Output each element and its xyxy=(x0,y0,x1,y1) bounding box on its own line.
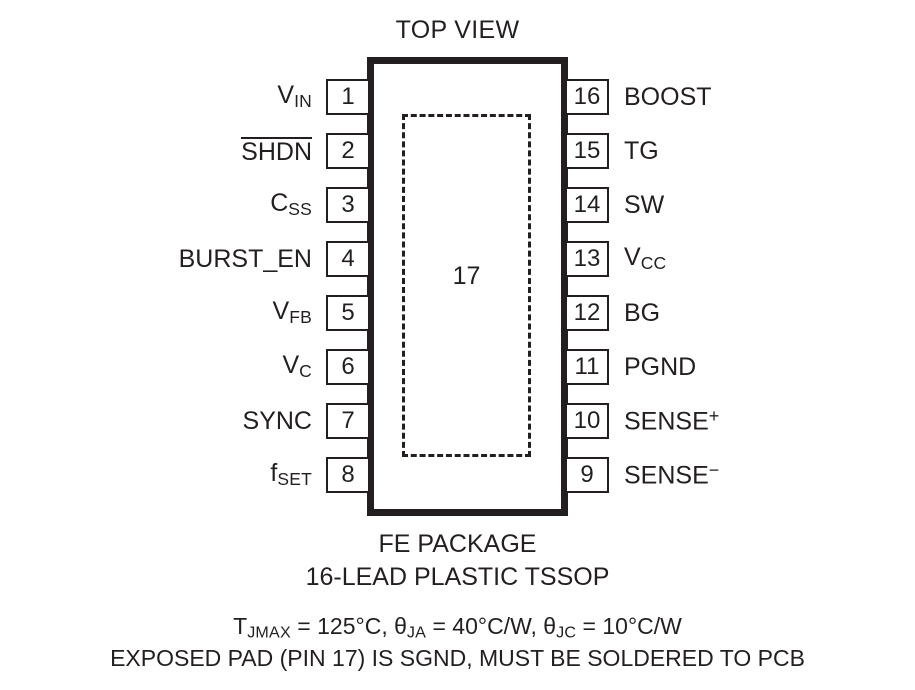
pin-label-7: SYNC xyxy=(242,406,312,435)
pin-label-15: TG xyxy=(624,136,659,165)
thermal-spec-label: TJMAX = 125°C, θJA = 40°C/W, θJC = 10°C/… xyxy=(233,613,682,642)
package-name-label: FE PACKAGE xyxy=(378,530,537,558)
pin-label-5: VFB xyxy=(272,297,312,328)
pin-label-8: fSET xyxy=(270,459,312,490)
pin-label-2: SHDN xyxy=(241,136,312,166)
pin-row-11: 11 PGND xyxy=(565,349,895,385)
pin-number-box-7: 7 xyxy=(326,403,370,439)
pin-row-1: VIN 1 xyxy=(80,79,370,115)
pin-row-5: VFB 5 xyxy=(80,295,370,331)
exposed-pad-outline xyxy=(402,114,531,457)
package-type-label: 16-LEAD PLASTIC TSSOP xyxy=(305,563,610,591)
pin-label-3: CSS xyxy=(270,189,312,220)
pin-row-6: VC 6 xyxy=(80,349,370,385)
exposed-pad-number: 17 xyxy=(452,262,481,290)
pin-row-8: fSET 8 xyxy=(80,457,370,493)
pin-label-13: VCC xyxy=(624,243,667,274)
pin-label-10: SENSE+ xyxy=(624,406,720,436)
pin-label-14: SW xyxy=(624,190,665,219)
pin-label-11: PGND xyxy=(624,352,697,381)
pin-row-13: 13 VCC xyxy=(565,241,895,277)
pin-row-16: 16 BOOST xyxy=(565,79,895,115)
pin-number-box-4: 4 xyxy=(326,241,370,277)
pin-row-2: SHDN 2 xyxy=(80,133,370,169)
pin-number-box-5: 5 xyxy=(326,295,370,331)
pin-number-box-3: 3 xyxy=(326,187,370,223)
exposed-pad-note-label: EXPOSED PAD (PIN 17) IS SGND, MUST BE SO… xyxy=(110,645,805,671)
pin-row-10: 10 SENSE+ xyxy=(565,403,895,439)
pin-number-box-13: 13 xyxy=(565,241,609,277)
pin-number-box-10: 10 xyxy=(565,403,609,439)
package-body-outline xyxy=(367,57,568,516)
pin-row-12: 12 BG xyxy=(565,295,895,331)
pin-number-box-6: 6 xyxy=(326,349,370,385)
pin-row-14: 14 SW xyxy=(565,187,895,223)
pin-row-3: CSS 3 xyxy=(80,187,370,223)
pin-number-box-9: 9 xyxy=(565,457,609,493)
pin-row-4: BURST_EN 4 xyxy=(80,241,370,277)
pin-row-9: 9 SENSE− xyxy=(565,457,895,493)
pin-number-box-15: 15 xyxy=(565,133,609,169)
pin-number-box-11: 11 xyxy=(565,349,609,385)
pin-number-box-12: 12 xyxy=(565,295,609,331)
pin-number-box-1: 1 xyxy=(326,79,370,115)
page-title: TOP VIEW xyxy=(395,16,520,44)
pin-label-12: BG xyxy=(624,298,661,327)
pin-row-15: 15 TG xyxy=(565,133,895,169)
pin-label-16: BOOST xyxy=(624,82,712,111)
pin-label-1: VIN xyxy=(277,81,312,112)
pin-number-box-2: 2 xyxy=(326,133,370,169)
pin-label-4: BURST_EN xyxy=(178,244,312,273)
pin-number-box-8: 8 xyxy=(326,457,370,493)
pin-number-box-16: 16 xyxy=(565,79,609,115)
pin-number-box-14: 14 xyxy=(565,187,609,223)
pin-label-6: VC xyxy=(282,351,312,382)
pin-row-7: SYNC 7 xyxy=(80,403,370,439)
pin-label-9: SENSE− xyxy=(624,460,720,490)
